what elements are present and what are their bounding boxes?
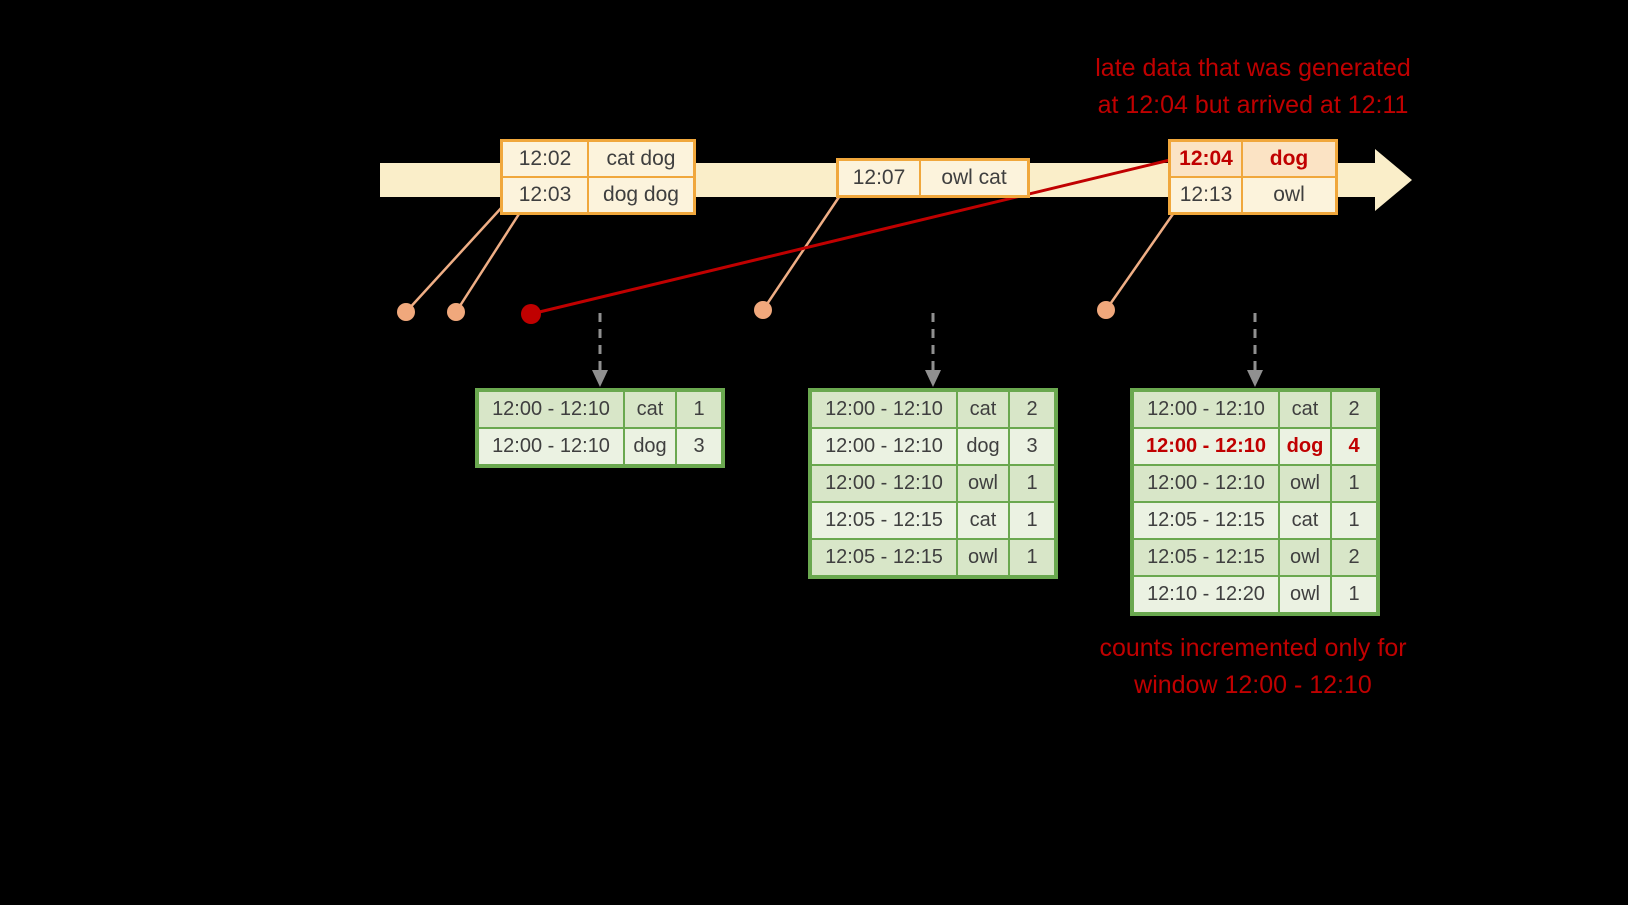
trigger-arrowhead-icon (1247, 370, 1263, 387)
count-cell: 1 (1009, 465, 1055, 502)
counts-annotation-line2: window 12:00 - 12:10 (1134, 671, 1372, 699)
window-cell: 12:00 - 12:10 (478, 391, 624, 428)
word-cell: owl (1279, 576, 1331, 613)
arrival-dot-1202 (397, 303, 415, 321)
table-row: 12:10 - 12:20 owl 1 (1133, 576, 1377, 613)
window-cell: 12:05 - 12:15 (811, 502, 957, 539)
window-cell: 12:05 - 12:15 (811, 539, 957, 576)
window-cell: 12:00 - 12:10 (1133, 428, 1279, 465)
table-row: 12:00 - 12:10 cat 2 (1133, 391, 1377, 428)
event-words-cell: owl (1242, 177, 1336, 213)
table-row: 12:00 - 12:10 dog 3 (478, 428, 722, 465)
word-cell: cat (957, 391, 1009, 428)
word-cell: dog (1279, 428, 1331, 465)
trigger-arrowhead-icon (592, 370, 608, 387)
window-cell: 12:00 - 12:10 (811, 465, 957, 502)
event-words-cell: dog dog (588, 177, 694, 213)
count-cell: 1 (1009, 502, 1055, 539)
arrival-dot-1207 (754, 301, 772, 319)
window-cell: 12:10 - 12:20 (1133, 576, 1279, 613)
connector-line-1203 (454, 213, 521, 313)
arrival-dot-1213 (1097, 301, 1115, 319)
late-event-words-cell: dog (1242, 141, 1336, 177)
late-data-annotation-line2: at 12:04 but arrived at 12:11 (1097, 91, 1409, 119)
event-time-cell: 12:03 (502, 177, 588, 213)
table-row: 12:05 - 12:15 owl 1 (811, 539, 1055, 576)
window-cell: 12:00 - 12:10 (1133, 465, 1279, 502)
table-row: 12:05 - 12:15 cat 1 (811, 502, 1055, 539)
event-box-2: 12:07 owl cat (836, 158, 1030, 198)
timeline-arrowhead-icon (1375, 149, 1412, 211)
word-cell: dog (624, 428, 676, 465)
trigger-arrow-1 (592, 313, 608, 387)
table-row: 12:00 - 12:10 dog 3 (811, 428, 1055, 465)
window-cell: 12:00 - 12:10 (811, 428, 957, 465)
event-words-cell: owl cat (920, 160, 1028, 196)
event-row: 12:07 owl cat (838, 160, 1028, 196)
count-cell: 1 (676, 391, 722, 428)
table-row: 12:05 - 12:15 cat 1 (1133, 502, 1377, 539)
event-time-cell: 12:13 (1170, 177, 1242, 213)
window-cell: 12:05 - 12:15 (1133, 539, 1279, 576)
count-cell: 3 (676, 428, 722, 465)
count-cell: 1 (1331, 576, 1377, 613)
connector-line-1207 (761, 196, 841, 311)
result-table-3: 12:00 - 12:10 cat 2 12:00 - 12:10 dog 4 … (1130, 388, 1380, 616)
event-time-cell: 12:07 (838, 160, 920, 196)
word-cell: cat (624, 391, 676, 428)
event-row: 12:02 cat dog (502, 141, 694, 177)
count-cell: 1 (1331, 502, 1377, 539)
window-cell: 12:05 - 12:15 (1133, 502, 1279, 539)
window-cell: 12:00 - 12:10 (1133, 391, 1279, 428)
word-cell: owl (1279, 465, 1331, 502)
counts-incremented-annotation: counts incremented only for window 12:00… (1053, 630, 1453, 704)
table-row: 12:05 - 12:15 owl 2 (1133, 539, 1377, 576)
word-cell: dog (957, 428, 1009, 465)
word-cell: owl (957, 465, 1009, 502)
event-box-1: 12:02 cat dog 12:03 dog dog (500, 139, 696, 215)
window-cell: 12:00 - 12:10 (478, 428, 624, 465)
event-words-cell: cat dog (588, 141, 694, 177)
table-row: 12:00 - 12:10 cat 1 (478, 391, 722, 428)
connector-line-1202 (405, 205, 504, 313)
count-cell: 3 (1009, 428, 1055, 465)
count-cell: 1 (1009, 539, 1055, 576)
table-row: 12:00 - 12:10 owl 1 (1133, 465, 1377, 502)
event-row: 12:04 dog (1170, 141, 1336, 177)
result-table-1: 12:00 - 12:10 cat 1 12:00 - 12:10 dog 3 (475, 388, 725, 468)
counts-annotation-line1: counts incremented only for (1099, 634, 1407, 662)
table-row: 12:00 - 12:10 owl 1 (811, 465, 1055, 502)
event-row: 12:13 owl (1170, 177, 1336, 213)
event-time-cell: 12:02 (502, 141, 588, 177)
word-cell: owl (957, 539, 1009, 576)
count-cell: 2 (1331, 539, 1377, 576)
table-row: 12:00 - 12:10 cat 2 (811, 391, 1055, 428)
late-data-annotation: late data that was generated at 12:04 bu… (1053, 50, 1453, 124)
late-data-arrival-dot (521, 304, 541, 324)
word-cell: cat (1279, 502, 1331, 539)
late-data-annotation-line1: late data that was generated (1095, 54, 1411, 82)
table-row-late-updated: 12:00 - 12:10 dog 4 (1133, 428, 1377, 465)
arrival-dot-1203 (447, 303, 465, 321)
word-cell: cat (1279, 391, 1331, 428)
window-cell: 12:00 - 12:10 (811, 391, 957, 428)
word-cell: cat (957, 502, 1009, 539)
event-row: 12:03 dog dog (502, 177, 694, 213)
count-cell: 1 (1331, 465, 1377, 502)
trigger-arrow-3 (1247, 313, 1263, 387)
count-cell: 2 (1009, 391, 1055, 428)
event-box-3: 12:04 dog 12:13 owl (1168, 139, 1338, 215)
result-table-2: 12:00 - 12:10 cat 2 12:00 - 12:10 dog 3 … (808, 388, 1058, 579)
trigger-arrowhead-icon (925, 370, 941, 387)
connector-line-1213 (1104, 213, 1175, 311)
word-cell: owl (1279, 539, 1331, 576)
count-cell: 4 (1331, 428, 1377, 465)
trigger-arrow-2 (925, 313, 941, 387)
late-event-time-cell: 12:04 (1170, 141, 1242, 177)
late-data-connector-line (530, 158, 1171, 316)
count-cell: 2 (1331, 391, 1377, 428)
